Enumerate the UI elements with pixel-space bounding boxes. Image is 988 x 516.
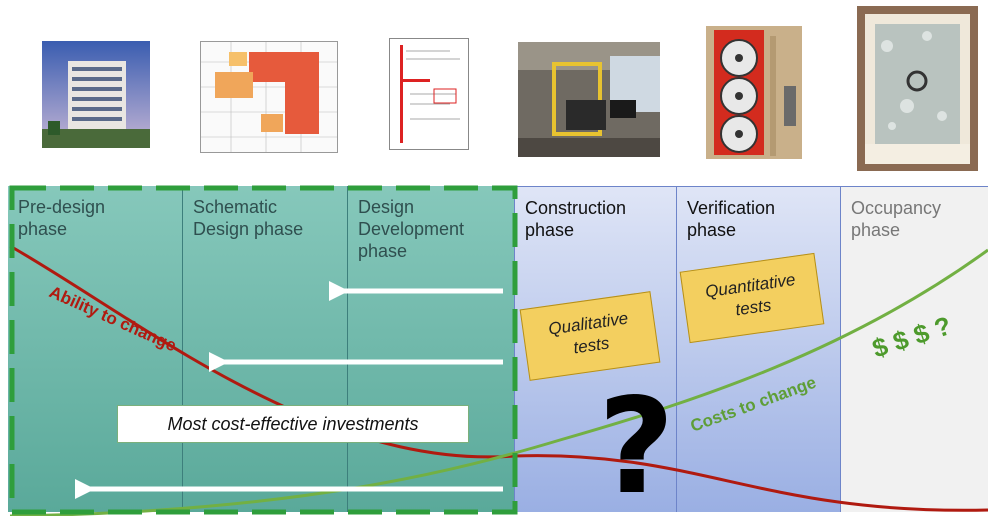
phase-verification: Verification phase [677, 186, 841, 512]
costs-to-change-label: Costs to change [688, 373, 819, 436]
phase-label: Occupancy phase [851, 198, 942, 240]
question-mark: ? [598, 370, 675, 516]
ability-to-change-curve [9, 244, 988, 512]
building-render-icon [42, 41, 150, 148]
window-condensation-icon [857, 6, 978, 171]
phase-label: Pre-design phase [18, 197, 106, 239]
blower-door-icon [706, 26, 802, 159]
construction-site-icon [518, 42, 660, 157]
phase-label: Schematic Design phase [193, 197, 304, 239]
phase-label: Design Development phase [358, 197, 465, 261]
phase-label: Verification phase [687, 198, 776, 240]
phase-label: Construction phase [525, 198, 627, 240]
floor-plan-icon [200, 41, 338, 153]
design-phases-dashed-border [9, 185, 518, 515]
most-cost-effective-investments-box: Most cost-effective investments [117, 405, 469, 443]
ability-to-change-label: Ability to change [46, 282, 179, 355]
phase-occupancy: Occupancy phase [841, 186, 988, 512]
costs-to-change-curve [9, 248, 988, 516]
section-drawing-icon [389, 38, 469, 150]
phase-schematic-design: Schematic Design phase [183, 186, 348, 512]
phase-pre-design: Pre-design phase [8, 186, 183, 512]
